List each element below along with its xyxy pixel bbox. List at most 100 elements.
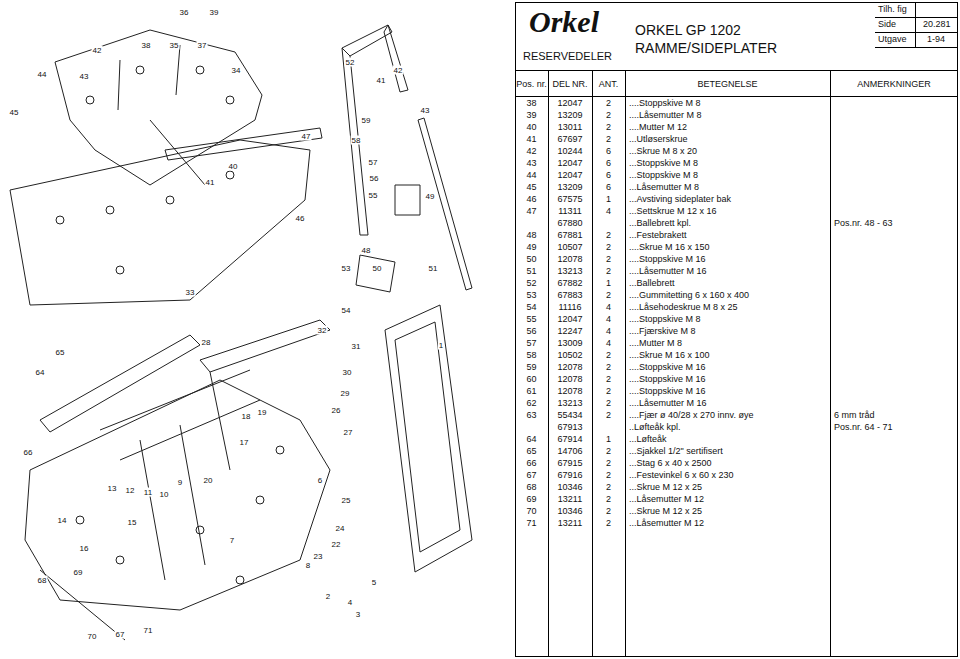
table-cell: ....Stoppskive M 16	[629, 361, 829, 373]
table-cell: 2	[592, 133, 625, 145]
frame-bar	[342, 48, 368, 235]
table-cell: 39	[515, 109, 548, 121]
table-cell: ...Skrue M 12 x 25	[629, 505, 829, 517]
table-cell: 57	[515, 337, 548, 349]
callout-number: 10	[159, 490, 170, 499]
table-cell: ....Stoppskive M 16	[629, 385, 829, 397]
table-cell: 12047	[548, 157, 592, 169]
table-cell: 51	[515, 265, 548, 277]
header-text: Side	[878, 19, 896, 30]
callout-number: 71	[143, 626, 154, 635]
header-text: ORKEL GP 1202	[635, 22, 741, 38]
drawing-line	[116, 556, 124, 564]
table-cell: 2	[592, 121, 625, 133]
callout-number: 66	[23, 448, 34, 457]
callout-number: 43	[420, 106, 431, 115]
table-cell: Pos.nr. 64 - 71	[834, 421, 956, 433]
rule	[875, 47, 958, 48]
frame-bar	[384, 25, 408, 92]
table-cell: ....Låsemutter M 16	[629, 265, 829, 277]
callout-number: 6	[317, 476, 323, 485]
table-cell: 53	[515, 289, 548, 301]
rule	[830, 70, 831, 657]
rule	[592, 70, 593, 657]
table-cell: ...Festevinkel 6 x 60 x 230	[629, 469, 829, 481]
table-cell: 41	[515, 133, 548, 145]
callout-number: 55	[368, 191, 379, 200]
callout-number: 20	[203, 476, 214, 485]
header-text: Utgave	[878, 34, 907, 45]
callout-number: 16	[79, 544, 90, 553]
rule	[515, 70, 958, 71]
table-cell: 67881	[548, 229, 592, 241]
table-cell: 12247	[548, 325, 592, 337]
table-cell: ....Låsemutter M 8	[629, 109, 829, 121]
callout-number: 23	[313, 552, 324, 561]
table-cell: 2	[592, 493, 625, 505]
table-cell: 2	[592, 397, 625, 409]
strut	[118, 45, 205, 185]
table-cell: 13011	[548, 121, 592, 133]
callout-number: 3	[355, 610, 361, 619]
callout-number: 13	[107, 484, 118, 493]
drawing-line	[136, 66, 144, 74]
callout-number: 41	[205, 178, 216, 187]
angle-bar	[140, 425, 205, 580]
callout-number: 47	[301, 132, 312, 141]
table-cell: 2	[592, 517, 625, 529]
upper-side-plate	[55, 30, 262, 185]
callout-number: 38	[141, 41, 152, 50]
callout-number: 49	[425, 192, 436, 201]
callout-number: 11	[143, 488, 153, 497]
table-cell: 38	[515, 97, 548, 109]
table-cell: 10502	[548, 349, 592, 361]
callout-number: 41	[376, 76, 387, 85]
table-cell: ...Stoppskive M 8	[629, 157, 829, 169]
table-cell: 6	[592, 157, 625, 169]
table-cell: 2	[592, 361, 625, 373]
frame-inner	[395, 322, 460, 552]
table-cell: 67	[515, 469, 548, 481]
callout-number: 32	[317, 326, 328, 335]
callout-number: 18	[241, 412, 252, 421]
table-cell: 6 mm tråd	[834, 409, 956, 421]
table-cell: ....Stoppskive M 16	[629, 373, 829, 385]
callout-number: 7	[229, 536, 235, 545]
table-cell: 11116	[548, 301, 592, 313]
rule	[875, 17, 958, 18]
table-cell: ...Skrue M 8 x 20	[629, 145, 829, 157]
table-cell: 64	[515, 433, 548, 445]
column-header: ANMERKNINGER	[830, 79, 958, 89]
header-text: RESERVEDELER	[523, 50, 612, 63]
header-text: Tilh. fig	[878, 4, 907, 15]
stay-rod	[40, 570, 125, 640]
table-cell: ...Låsemutter M 12	[629, 493, 829, 505]
table-cell: 2	[592, 241, 625, 253]
table-cell: 67883	[548, 289, 592, 301]
table-cell: 55434	[548, 409, 592, 421]
table-cell: 2	[592, 469, 625, 481]
callout-number: 70	[87, 632, 98, 641]
callout-number: 50	[372, 264, 383, 273]
title-box: ORKEL GP 1202RAMME/SIDEPLATER	[625, 2, 875, 70]
table-cell: 10507	[548, 241, 592, 253]
table-cell: 12047	[548, 169, 592, 181]
header-text: RAMME/SIDEPLATER	[635, 40, 777, 56]
callout-number: 58	[351, 136, 362, 145]
table-cell: 2	[592, 229, 625, 241]
table-cell: ..Løfteåk kpl.	[629, 421, 829, 433]
callout-number: 30	[342, 368, 353, 377]
callout-number: 22	[331, 540, 342, 549]
table-cell: 65	[515, 445, 548, 457]
table-cell: 2	[592, 109, 625, 121]
table-cell: 1	[592, 277, 625, 289]
table-cell: 50	[515, 253, 548, 265]
table-cell: ...Låsemutter M 12	[629, 517, 829, 529]
drawing-line	[226, 96, 234, 104]
table-cell: 4	[592, 325, 625, 337]
callout-number: 14	[57, 516, 68, 525]
callout-number: 24	[335, 524, 346, 533]
table-cell: 52	[515, 277, 548, 289]
header-text: Orkel	[529, 6, 599, 38]
